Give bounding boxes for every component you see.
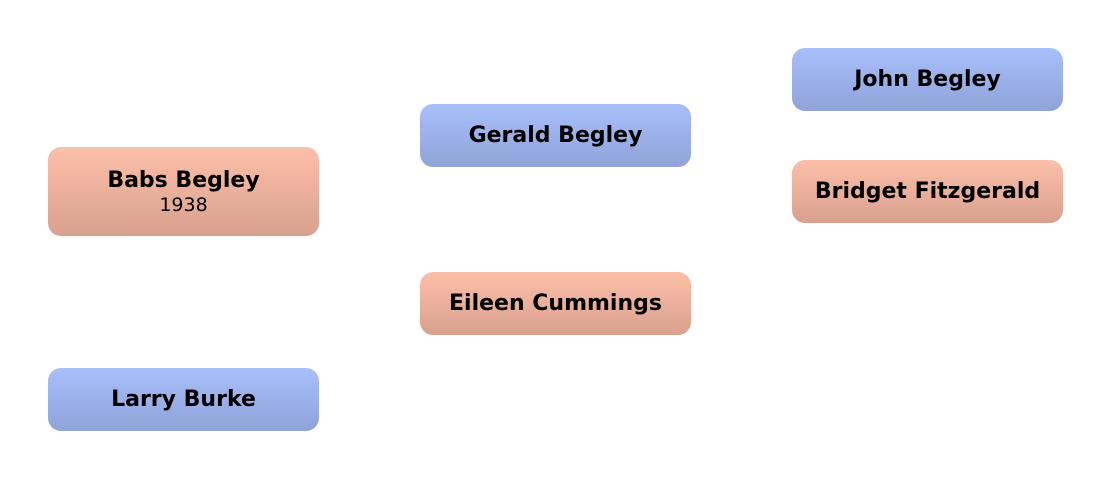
person-node-john-begley[interactable]: John Begley [792,48,1063,111]
person-name: Babs Begley [107,167,260,193]
person-node-larry-burke[interactable]: Larry Burke [48,368,319,431]
person-node-bridget-fitzgerald[interactable]: Bridget Fitzgerald [792,160,1063,223]
person-name: Bridget Fitzgerald [814,178,1041,204]
person-node-gerald-begley[interactable]: Gerald Begley [420,104,691,167]
person-node-babs-begley[interactable]: Babs Begley 1938 [48,147,319,236]
person-birth-year: 1938 [159,193,208,216]
person-name: John Begley [854,66,1001,92]
person-name: Gerald Begley [468,122,643,148]
person-name: Eileen Cummings [449,290,662,316]
person-name: Larry Burke [111,386,256,412]
person-node-eileen-cummings[interactable]: Eileen Cummings [420,272,691,335]
